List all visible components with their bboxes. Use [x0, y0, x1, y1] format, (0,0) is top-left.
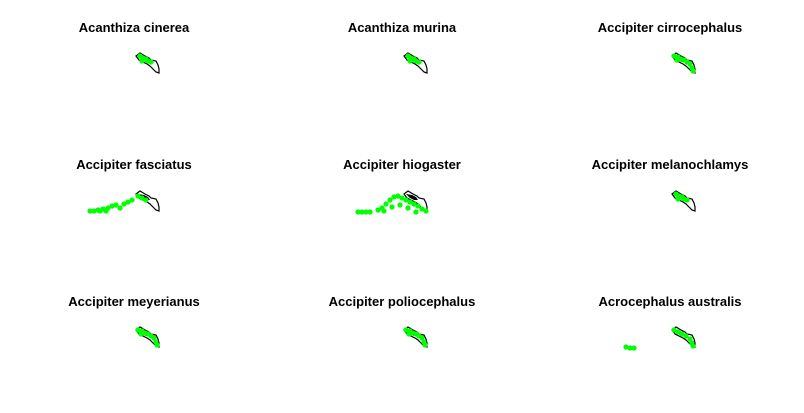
occurrence-point [422, 342, 428, 348]
occurrence-point [690, 68, 696, 74]
species-title: Accipiter fasciatus [76, 157, 192, 172]
species-panel: Acanthiza murina [268, 1, 536, 138]
occurrence-point [113, 202, 119, 208]
occurrence-point [403, 327, 409, 333]
occurrence-point [395, 193, 401, 199]
occurrence-point [687, 61, 693, 67]
papua-new-guinea-outline-map-icon [671, 190, 696, 212]
occurrence-point [367, 209, 373, 215]
occurrence-point [391, 194, 397, 200]
species-panel: Acrocephalus australis [536, 275, 804, 412]
occurrence-point [97, 208, 103, 214]
occurrence-point [135, 327, 141, 333]
landmass-fill [406, 194, 418, 200]
species-title: Accipiter meyerianus [68, 294, 200, 309]
occurrence-point [675, 196, 681, 202]
occurrence-point [405, 205, 411, 211]
occurrence-point [415, 203, 421, 209]
occurrence-point [383, 201, 389, 207]
species-panel: Accipiter cirrocephalus [536, 1, 804, 138]
occurrence-point [121, 201, 127, 207]
occurrence-point [397, 202, 403, 208]
occurrence-point [423, 208, 429, 214]
occurrence-point [687, 336, 693, 342]
species-title: Acanthiza murina [347, 20, 457, 35]
occurrence-point [109, 203, 115, 209]
occurrence-point [675, 329, 681, 335]
species-title: Accipiter cirrocephalus [597, 20, 743, 35]
occurrence-point [375, 207, 381, 213]
papua-new-guinea-outline-map-icon [623, 326, 696, 351]
occurrence-point [389, 204, 395, 210]
occurrence-point [416, 59, 422, 65]
occurrence-point [671, 327, 677, 333]
papua-new-guinea-outline-map-icon [403, 326, 428, 348]
species-title: Accipiter hiogaster [343, 157, 461, 172]
occurrence-point [419, 335, 425, 341]
occurrence-point [139, 58, 145, 64]
papua-new-guinea-outline-map-icon [671, 52, 696, 74]
papua-new-guinea-outline-map-icon [355, 190, 429, 215]
occurrence-point [631, 345, 637, 351]
papua-new-guinea-outline-map-icon [87, 190, 160, 214]
species-title: Accipiter poliocephalus [328, 294, 476, 309]
occurrence-point [679, 331, 685, 337]
occurrence-point [690, 343, 696, 349]
occurrence-point [407, 58, 413, 64]
occurrence-point [413, 209, 419, 215]
occurrence-point [103, 208, 109, 214]
occurrence-point [627, 345, 633, 351]
occurrence-point [399, 195, 405, 201]
occurrence-point [671, 53, 677, 59]
occurrence-point [683, 333, 689, 339]
occurrence-point [623, 344, 629, 350]
occurrence-point [407, 199, 413, 205]
occurrence-point [117, 205, 123, 211]
occurrence-point [363, 209, 369, 215]
occurrence-point [151, 335, 157, 341]
papua-new-guinea-outline-map-icon [135, 52, 160, 74]
papua-new-guinea-outline-map-icon [403, 52, 428, 74]
occurrence-point [154, 342, 160, 348]
occurrence-point [387, 197, 393, 203]
occurrence-point [411, 201, 417, 207]
occurrence-point [359, 209, 365, 215]
species-panel: Acanthiza cinerea [0, 1, 268, 138]
papua-new-guinea-outline-map-icon [135, 326, 160, 348]
occurrence-point [129, 197, 135, 203]
occurrence-point [381, 208, 387, 214]
occurrence-point [403, 197, 409, 203]
species-panel: Accipiter hiogaster [268, 138, 536, 275]
species-panel: Accipiter melanochlamys [536, 138, 804, 275]
occurrence-point [138, 331, 144, 337]
occurrence-point [135, 193, 141, 199]
occurrence-point [91, 208, 97, 214]
species-panel: Accipiter meyerianus [0, 275, 268, 412]
occurrence-point [139, 195, 145, 201]
species-title: Acanthiza cinerea [78, 20, 190, 35]
occurrence-point [148, 59, 154, 65]
species-title: Acrocephalus australis [598, 294, 742, 309]
species-panel: Accipiter fasciatus [0, 138, 268, 275]
occurrence-point [406, 331, 412, 337]
species-panel: Accipiter poliocephalus [268, 275, 536, 412]
occurrence-point [674, 57, 680, 63]
occurrence-point [143, 197, 149, 203]
occurrence-point [355, 209, 361, 215]
occurrence-point [419, 206, 425, 212]
occurrence-point [684, 197, 690, 203]
occurrence-point [125, 199, 131, 205]
species-title: Accipiter melanochlamys [591, 157, 749, 172]
occurrence-point [87, 208, 93, 214]
